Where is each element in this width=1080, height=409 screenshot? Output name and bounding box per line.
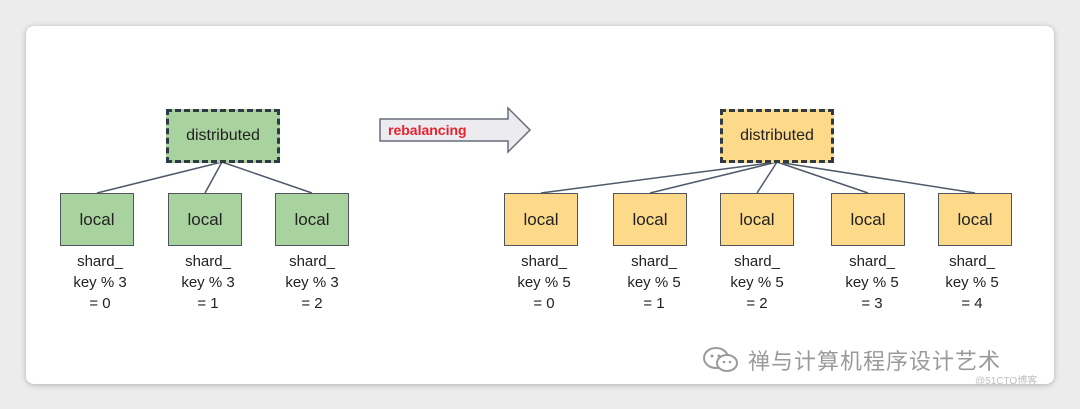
node-label: local [850, 209, 886, 229]
caption-line: = 1 [643, 295, 665, 312]
shard-caption: shard_ key % 3 = 2 [257, 251, 367, 314]
node-label: local [957, 209, 993, 229]
local-node: local [168, 193, 242, 246]
wechat-icon [703, 347, 738, 372]
connector-line [756, 161, 778, 194]
caption-line: key % 5 [517, 274, 571, 291]
caption-line: key % 3 [285, 274, 339, 291]
node-label: distributed [186, 127, 260, 144]
caption-line: key % 5 [627, 274, 681, 291]
caption-line: = 1 [197, 295, 219, 312]
distributed-node-left: distributed [166, 109, 280, 163]
local-node: local [613, 193, 687, 246]
connector-line [96, 161, 223, 194]
node-label: local [187, 209, 223, 229]
local-node: local [504, 193, 578, 246]
rebalancing-arrow [379, 106, 532, 154]
node-label: local [632, 209, 668, 229]
watermark-sub: @51CTO博客 [975, 376, 1038, 387]
rebalancing-label: rebalancing [388, 122, 467, 138]
caption-line: shard_ [734, 253, 780, 270]
caption-line: shard_ [185, 253, 231, 270]
distributed-node-right: distributed [720, 109, 834, 163]
connector-line [776, 161, 976, 194]
caption-line: shard_ [289, 253, 335, 270]
node-label: local [294, 209, 330, 229]
shard-caption: shard_ key % 5 = 3 [817, 251, 927, 314]
local-node: local [831, 193, 905, 246]
local-node: local [720, 193, 794, 246]
node-label: local [79, 209, 115, 229]
node-label: distributed [740, 127, 814, 144]
caption-line: shard_ [631, 253, 677, 270]
caption-line: = 4 [961, 295, 983, 312]
connector-line [540, 161, 778, 194]
caption-line: = 0 [89, 295, 111, 312]
caption-line: key % 5 [945, 274, 999, 291]
caption-line: shard_ [521, 253, 567, 270]
shard-caption: shard_ key % 3 = 1 [153, 251, 263, 314]
caption-line: = 2 [746, 295, 768, 312]
connector-line [776, 161, 869, 194]
caption-line: = 3 [861, 295, 883, 312]
caption-line: key % 5 [730, 274, 784, 291]
node-label: local [523, 209, 559, 229]
shard-caption: shard_ key % 5 = 1 [599, 251, 709, 314]
caption-line: shard_ [77, 253, 123, 270]
shard-caption: shard_ key % 5 = 4 [917, 251, 1027, 314]
caption-line: = 2 [301, 295, 323, 312]
shard-caption: shard_ key % 3 = 0 [45, 251, 155, 314]
connector-line [221, 161, 313, 194]
caption-line: shard_ [849, 253, 895, 270]
local-node: local [275, 193, 349, 246]
watermark-text: 禅与计算机程序设计艺术 [748, 349, 1002, 374]
shard-caption: shard_ key % 5 = 2 [702, 251, 812, 314]
caption-line: key % 3 [73, 274, 127, 291]
connector-line [204, 161, 223, 194]
local-node: local [938, 193, 1012, 246]
connector-line [649, 161, 778, 194]
watermark: 禅与计算机程序设计艺术 [702, 344, 1001, 376]
node-label: local [739, 209, 775, 229]
caption-line: = 0 [533, 295, 555, 312]
shard-caption: shard_ key % 5 = 0 [489, 251, 599, 314]
caption-line: key % 3 [181, 274, 235, 291]
caption-line: key % 5 [845, 274, 899, 291]
caption-line: shard_ [949, 253, 995, 270]
local-node: local [60, 193, 134, 246]
